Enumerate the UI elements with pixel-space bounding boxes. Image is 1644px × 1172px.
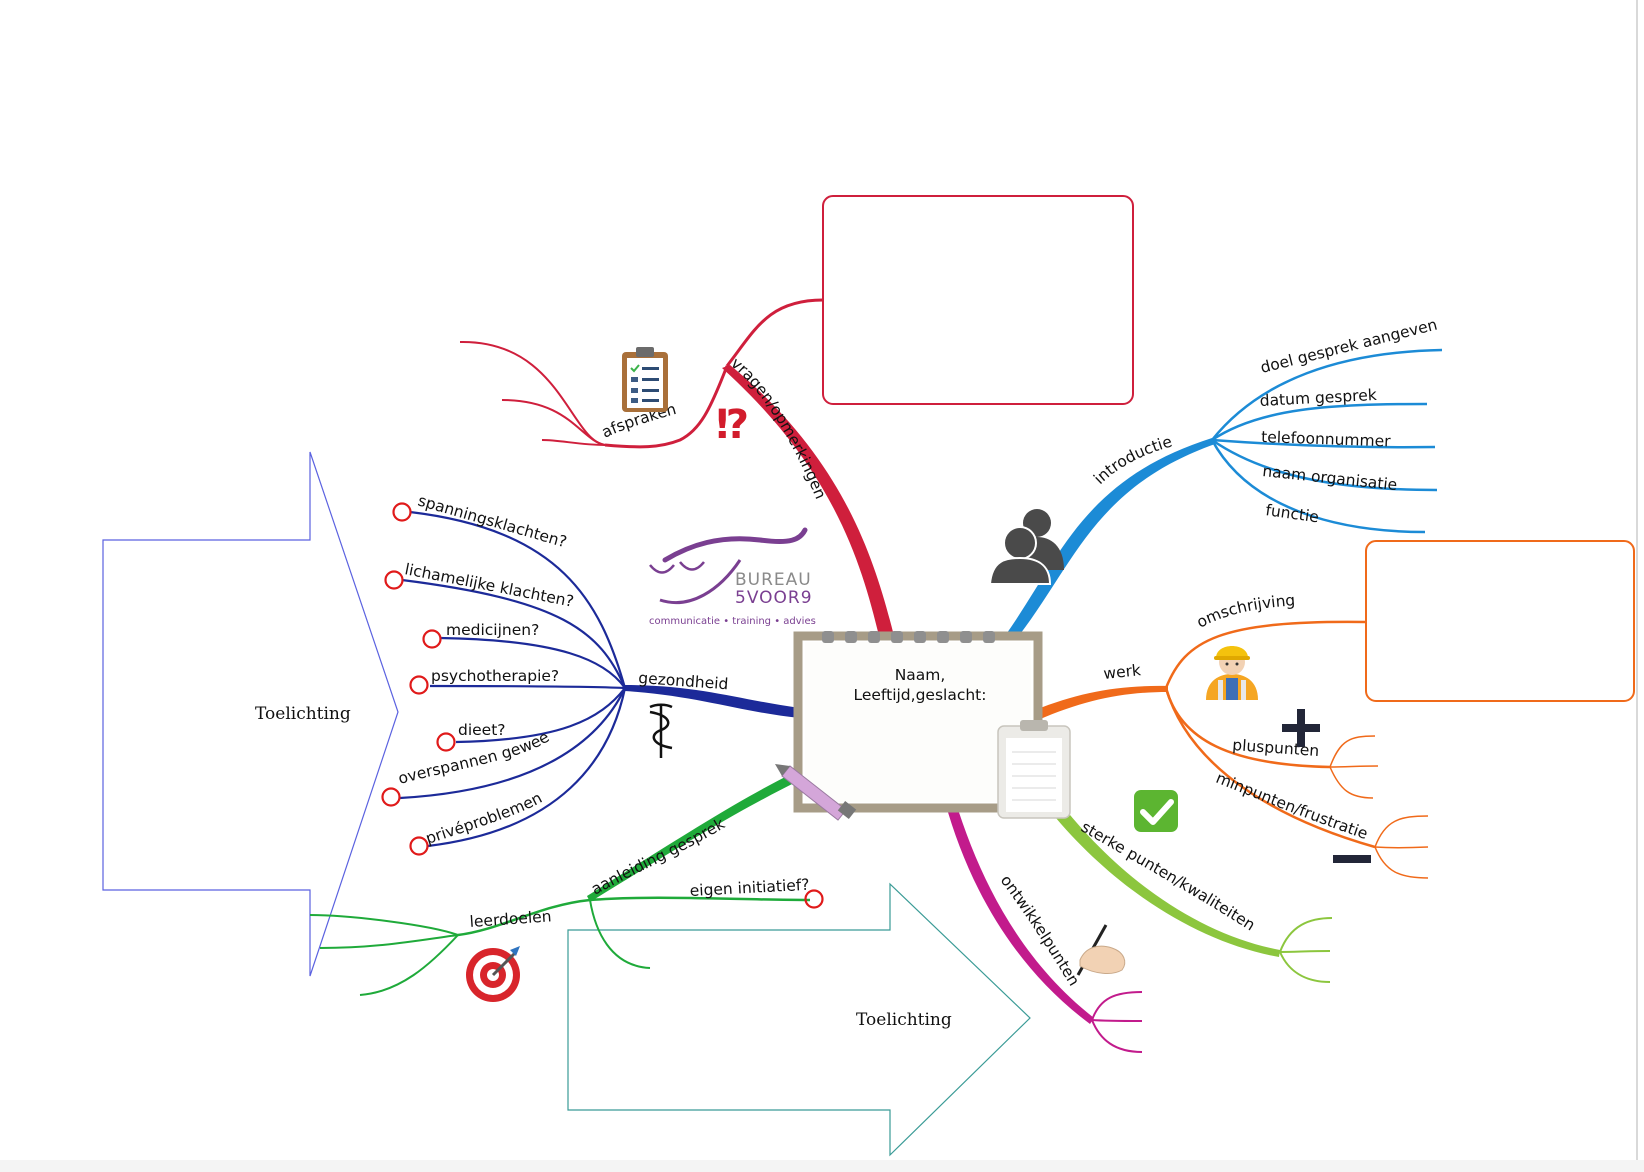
intro-item-functie: functie bbox=[1264, 501, 1320, 526]
aanleiding-item-eigen-initiatief: eigen initiatief? bbox=[689, 876, 810, 900]
logo-line1: BUREAU bbox=[735, 570, 812, 590]
checkbox-lichamelijk[interactable] bbox=[384, 570, 404, 590]
plus-icon bbox=[1282, 709, 1320, 747]
left-callout-arrow: Toelichting bbox=[102, 451, 399, 977]
intro-item-organisatie: naam organisatie bbox=[1262, 462, 1399, 494]
exclamation-question-icon: ⁉ bbox=[716, 402, 749, 448]
clipboard-checklist-icon bbox=[622, 347, 668, 412]
checkbox-eigen-initiatief[interactable] bbox=[804, 889, 824, 909]
checkbox-psychotherapie[interactable] bbox=[409, 675, 429, 695]
central-notepad[interactable]: Naam, Leeftijd,geslacht: bbox=[775, 631, 1071, 821]
logo-line2: 5VOOR9 bbox=[735, 588, 813, 608]
werk-label: werk bbox=[1103, 661, 1142, 683]
intro-item-doel: doel gesprek aangeven bbox=[1259, 315, 1440, 376]
notepad-rings bbox=[822, 631, 995, 643]
center-title-line2: Leeftijd,geslacht: bbox=[854, 686, 987, 704]
logo-tagline: communicatie • training • advies bbox=[649, 616, 816, 627]
pencil-icon bbox=[775, 764, 857, 821]
page-edge-line bbox=[1636, 0, 1638, 1172]
center-title-line1: Naam, bbox=[895, 666, 946, 684]
users-icon bbox=[988, 509, 1064, 585]
checkbox-overspannen[interactable] bbox=[381, 787, 401, 807]
gezondheid-item-spanning: spanningsklachten? bbox=[416, 492, 569, 552]
werk-note-box[interactable] bbox=[1365, 540, 1635, 702]
intro-item-telefoon: telefoonnummer bbox=[1261, 428, 1392, 451]
construction-worker-icon bbox=[1206, 646, 1258, 700]
bottom-callout-label: Toelichting bbox=[856, 1010, 952, 1030]
checkbox-medicijnen[interactable] bbox=[422, 629, 442, 649]
target-icon bbox=[466, 946, 520, 1002]
vragen-note-box[interactable] bbox=[822, 195, 1134, 405]
left-callout-label: Toelichting bbox=[255, 704, 351, 724]
checkbox-spanning[interactable] bbox=[392, 502, 412, 522]
svg-text:⁉: ⁉ bbox=[716, 402, 749, 448]
caduceus-icon bbox=[649, 703, 673, 758]
aanleiding-item-leerdoelen: leerdoelen bbox=[469, 907, 552, 931]
branch-ontwikkel bbox=[945, 800, 1143, 1053]
bottom-strip bbox=[0, 1160, 1644, 1172]
checkbox-prive[interactable] bbox=[409, 836, 429, 856]
minus-icon bbox=[1333, 855, 1371, 863]
branch-aanleiding bbox=[309, 772, 811, 996]
bottom-callout-arrow: Toelichting bbox=[567, 882, 1031, 1157]
check-mark-icon bbox=[1134, 790, 1178, 832]
gezondheid-item-medicijnen: medicijnen? bbox=[446, 621, 539, 639]
gezondheid-item-dieet: dieet? bbox=[458, 721, 506, 739]
notepad-icon bbox=[997, 720, 1071, 819]
branch-werk bbox=[1035, 620, 1429, 879]
writing-hand-icon bbox=[1076, 924, 1126, 976]
gezondheid-item-lichamelijk: lichamelijke klachten? bbox=[403, 560, 575, 610]
branch-vragen bbox=[459, 298, 895, 640]
sterke-label: sterke punten/kwaliteiten bbox=[1078, 818, 1258, 935]
bureau-5voor9-logo: BUREAU 5VOOR9 communicatie • training • … bbox=[649, 527, 816, 627]
branch-gezondheid bbox=[399, 510, 800, 848]
checkbox-dieet[interactable] bbox=[436, 732, 456, 752]
gezondheid-item-psychotherapie: psychotherapie? bbox=[431, 667, 559, 685]
branch-introductie bbox=[1002, 348, 1443, 642]
